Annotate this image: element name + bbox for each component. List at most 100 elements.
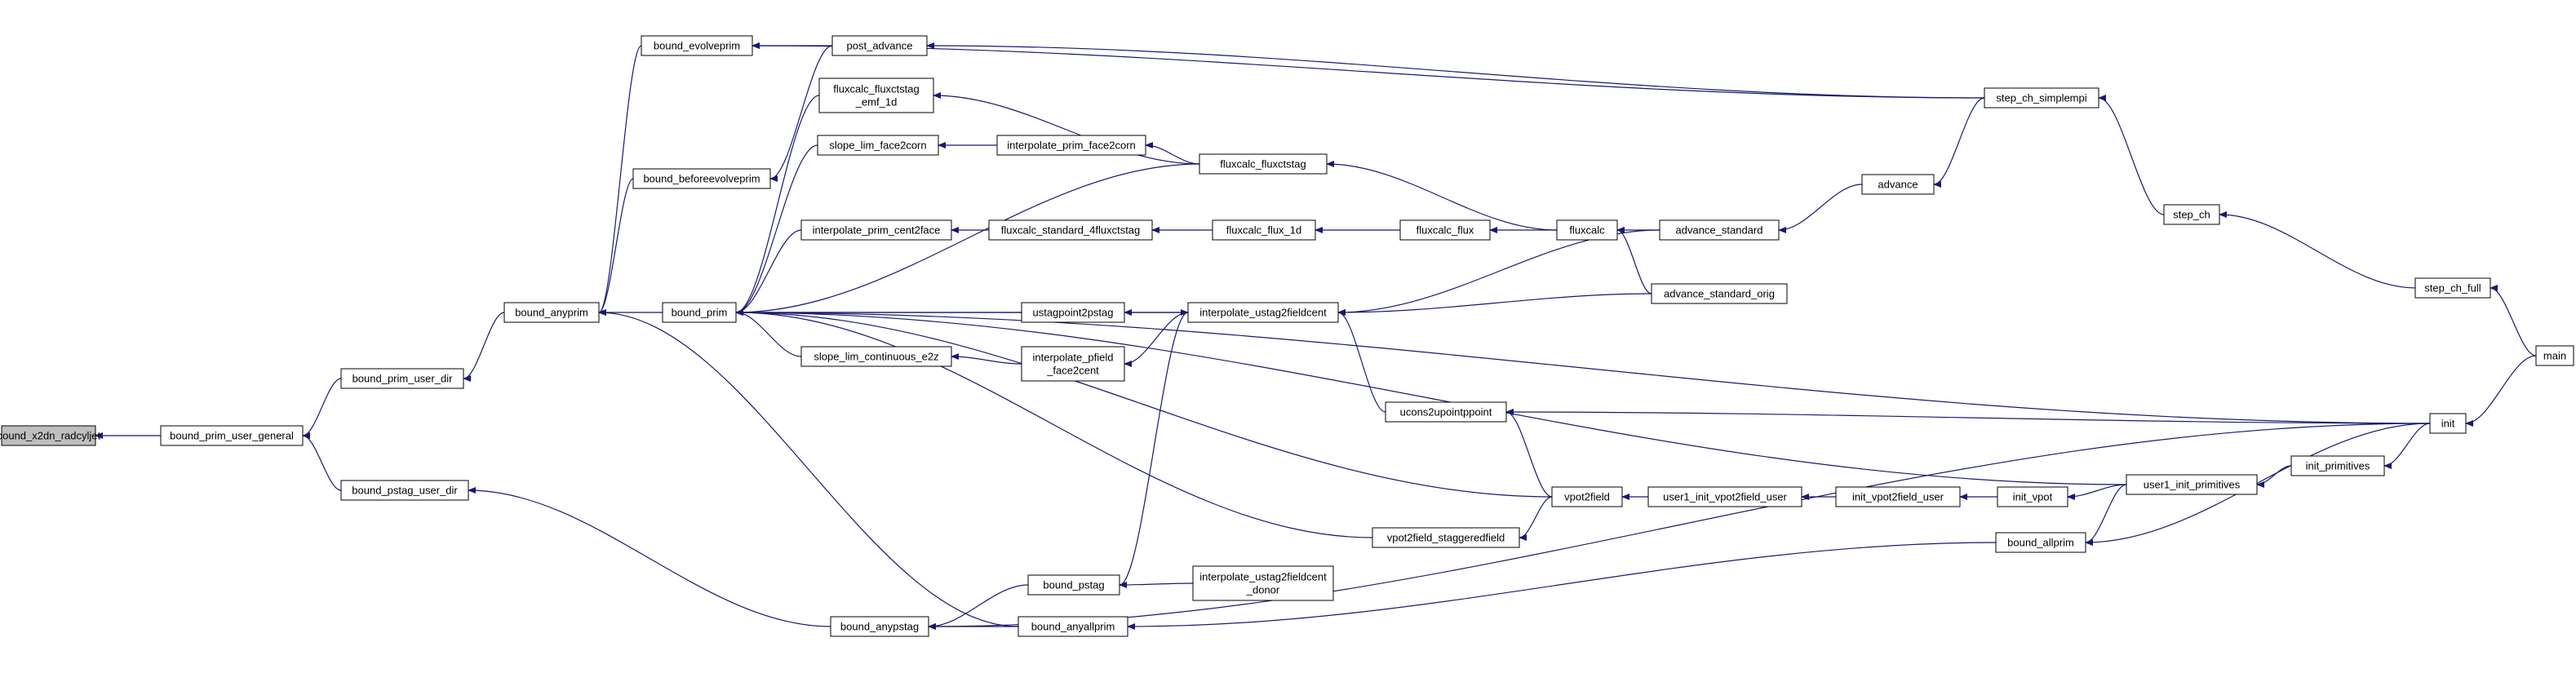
- edge-interpolate_ustag2fieldcent_donor-to-bound_pstag: [1119, 581, 1194, 588]
- node-box: [831, 35, 928, 56]
- node-label: post_advance: [847, 40, 913, 52]
- node-bound_allprim[interactable]: bound_allprim: [1995, 532, 2086, 553]
- node-fluxcalc[interactable]: fluxcalc: [1556, 219, 1618, 241]
- edge-advance-to-advance_standard: [1778, 184, 1863, 233]
- edge-fluxcalc_fluxctstag_emf_1d-to-bound_prim: [735, 95, 820, 316]
- node-label: advance: [1878, 179, 1918, 191]
- node-advance[interactable]: advance: [1861, 174, 1935, 195]
- node-box: [2163, 204, 2220, 225]
- edge-bound_anypstag-to-bound_pstag_user_dir: [468, 487, 831, 627]
- edge-fluxcalc_fluxctstag-to-fluxcalc_fluxctstag_emf_1d: [933, 92, 1200, 165]
- node-label: fluxcalc_fluxctstag: [833, 83, 920, 95]
- node-advance_standard[interactable]: advance_standard: [1659, 219, 1780, 241]
- edge-bound_pstag_user_dir-to-bound_prim_user_general: [302, 432, 342, 491]
- node-post_advance[interactable]: post_advance: [831, 35, 928, 56]
- node-interpolate_ustag2fieldcent_donor[interactable]: interpolate_ustag2fieldcent_donor: [1192, 565, 1334, 601]
- node-init_vpot2field_user[interactable]: init_vpot2field_user: [1835, 486, 1961, 507]
- node-vpot2field[interactable]: vpot2field: [1551, 486, 1623, 507]
- node-label: bound_anypstag: [840, 621, 919, 633]
- node-box: [988, 219, 1153, 241]
- node-fluxcalc_flux_1d[interactable]: fluxcalc_flux_1d: [1212, 219, 1316, 241]
- node-slope_lim_face2corn[interactable]: slope_lim_face2corn: [817, 135, 939, 156]
- edge-init-to-bound_allprim: [2085, 423, 2431, 546]
- node-bound_x2dn_radcyljet[interactable]: bound_x2dn_radcyljet: [0, 425, 100, 446]
- edge-vpot2field_staggeredfield-to-bound_prim: [735, 309, 1373, 538]
- edge-step_ch-to-step_ch_simplempi: [2098, 95, 2165, 215]
- node-label: fluxcalc_flux_1d: [1226, 224, 1302, 237]
- node-box: [1212, 219, 1316, 241]
- edge-vpot2field-to-ucons2upointppoint: [1505, 409, 1553, 498]
- node-box: [1385, 401, 1507, 423]
- node-bound_pstag_user_dir[interactable]: bound_pstag_user_dir: [340, 480, 469, 501]
- edge-interpolate_ustag2fieldcent-to-interpolate_pfield_face2cent: [1124, 312, 1189, 367]
- node-box: [1835, 486, 1961, 507]
- edges-layer: [95, 42, 2537, 630]
- node-init_primitives[interactable]: init_primitives: [2290, 455, 2385, 476]
- edge-slope_lim_face2corn-to-bound_prim: [735, 144, 818, 316]
- node-label: step_ch: [2173, 209, 2210, 221]
- node-label: bound_prim: [672, 307, 728, 319]
- node-box: [1021, 302, 1125, 323]
- node-vpot2field_staggeredfield[interactable]: vpot2field_staggeredfield: [1372, 527, 1520, 548]
- edge-main-to-init: [2465, 355, 2537, 427]
- node-fluxcalc_fluxctstag_emf_1d[interactable]: fluxcalc_fluxctstag_emf_1d: [818, 78, 934, 113]
- node-interpolate_pfield_face2cent[interactable]: interpolate_pfield_face2cent: [1021, 346, 1125, 382]
- node-bound_evolveprim[interactable]: bound_evolveprim: [641, 35, 753, 56]
- node-label: interpolate_ustag2fieldcent: [1199, 571, 1327, 583]
- node-box: [996, 135, 1146, 156]
- node-user1_init_vpot2field_user[interactable]: user1_init_vpot2field_user: [1647, 486, 1802, 507]
- node-fluxcalc_standard_4fluxctstag[interactable]: fluxcalc_standard_4fluxctstag: [988, 219, 1153, 241]
- node-bound_anyallprim[interactable]: bound_anyallprim: [1018, 616, 1128, 637]
- node-box: [2290, 455, 2385, 476]
- edge-interpolate_prim_cent2face-to-bound_prim: [735, 229, 802, 316]
- node-box: [1021, 346, 1125, 382]
- node-label: bound_pstag_user_dir: [352, 485, 458, 497]
- node-bound_pstag[interactable]: bound_pstag: [1027, 574, 1120, 596]
- node-user1_init_primitives[interactable]: user1_init_primitives: [2126, 474, 2258, 495]
- node-init[interactable]: init: [2429, 413, 2467, 434]
- edge-bound_anyprim-to-bound_prim_user_dir: [463, 312, 505, 382]
- node-box: [1199, 153, 1328, 175]
- node-box: [1399, 219, 1491, 241]
- node-step_ch[interactable]: step_ch: [2163, 204, 2220, 225]
- node-box: [340, 480, 469, 501]
- edge-user1_init_primitives-to-init_vpot: [2067, 484, 2127, 500]
- node-label: slope_lim_continuous_e2z: [814, 351, 938, 363]
- node-slope_lim_continuous_e2z[interactable]: slope_lim_continuous_e2z: [800, 346, 952, 367]
- node-bound_prim[interactable]: bound_prim: [662, 302, 737, 323]
- edge-bound_evolveprim-to-bound_anyprim: [598, 45, 642, 316]
- node-ustagpoint2pstag[interactable]: ustagpoint2pstag: [1021, 302, 1125, 323]
- node-interpolate_ustag2fieldcent[interactable]: interpolate_ustag2fieldcent: [1187, 302, 1339, 323]
- node-ucons2upointppoint[interactable]: ucons2upointppoint: [1385, 401, 1507, 423]
- node-init_vpot[interactable]: init_vpot: [1997, 486, 2068, 507]
- edge-user1_init_primitives-to-bound_prim: [735, 309, 2127, 485]
- node-box: [817, 135, 939, 156]
- node-box: [160, 425, 304, 446]
- node-interpolate_prim_cent2face[interactable]: interpolate_prim_cent2face: [800, 219, 952, 241]
- node-box: [1556, 219, 1618, 241]
- edge-bound_beforeevolveprim-to-bound_anyprim: [598, 178, 634, 316]
- edge-init-to-bound_anypstag: [928, 423, 2431, 630]
- node-label: interpolate_pfield: [1032, 352, 1113, 364]
- node-step_ch_full[interactable]: step_ch_full: [2414, 277, 2491, 299]
- node-bound_anypstag[interactable]: bound_anypstag: [830, 616, 929, 637]
- node-fluxcalc_fluxctstag[interactable]: fluxcalc_fluxctstag: [1199, 153, 1328, 175]
- node-interpolate_prim_face2corn[interactable]: interpolate_prim_face2corn: [996, 135, 1146, 156]
- node-fluxcalc_flux[interactable]: fluxcalc_flux: [1399, 219, 1491, 241]
- node-label: user1_init_vpot2field_user: [1663, 491, 1787, 503]
- node-advance_standard_orig[interactable]: advance_standard_orig: [1651, 283, 1788, 304]
- edge-vpot2field-to-bound_prim: [735, 309, 1553, 498]
- node-step_ch_simplempi[interactable]: step_ch_simplempi: [1984, 87, 2099, 108]
- node-bound_anyprim[interactable]: bound_anyprim: [503, 302, 600, 323]
- node-label: _face2cent: [1046, 365, 1099, 377]
- node-bound_beforeevolveprim[interactable]: bound_beforeevolveprim: [632, 168, 771, 189]
- edge-fluxcalc_fluxctstag-to-interpolate_prim_face2corn: [1145, 142, 1200, 165]
- node-bound_prim_user_dir[interactable]: bound_prim_user_dir: [340, 368, 464, 389]
- node-bound_prim_user_general[interactable]: bound_prim_user_general: [160, 425, 304, 446]
- node-box: [2126, 474, 2258, 495]
- node-main[interactable]: main: [2535, 345, 2574, 366]
- node-label: main: [2543, 350, 2566, 362]
- node-label: step_ch_simplempi: [1996, 92, 2086, 104]
- edge-user1_init_primitives-to-bound_allprim: [2085, 484, 2127, 546]
